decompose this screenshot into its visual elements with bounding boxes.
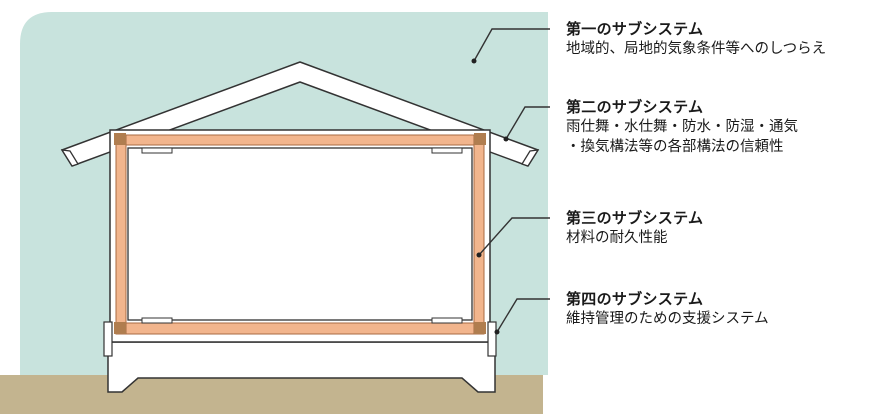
right-skirt: [487, 321, 497, 357]
sill-beam: [115, 322, 485, 335]
ground: [0, 375, 543, 414]
left-post: [115, 134, 127, 335]
leader-line-3: [478, 217, 550, 256]
room-interior: [127, 147, 473, 321]
leader-dots: [471, 58, 509, 335]
left-eave: [60, 149, 79, 167]
label-subsystem-3: 第三のサブシステム 材料の耐久性能: [566, 208, 896, 248]
left-skirt: [103, 321, 113, 357]
label-description: 維持管理のための支援システム: [566, 311, 769, 327]
frame-joints: [114, 133, 486, 334]
label-description: 雨仕舞・水仕舞・防水・防湿・通気: [566, 119, 798, 135]
vent: [141, 317, 173, 324]
label-description: 地域的、局地的気象条件等へのしつらえ: [566, 41, 827, 57]
label-subsystem-1: 第一のサブシステム 地域的、局地的気象条件等へのしつらえ: [566, 19, 896, 59]
leader-lines: [473, 28, 550, 333]
vent: [141, 147, 173, 154]
label-subsystem-4: 第四のサブシステム 維持管理のための支援システム: [566, 289, 896, 329]
top-beam: [115, 134, 485, 146]
label-description: 材料の耐久性能: [566, 230, 668, 246]
right-post: [473, 134, 485, 335]
label-title: 第四のサブシステム: [566, 290, 704, 308]
foundation: [107, 341, 496, 393]
label-title: 第二のサブシステム: [566, 98, 704, 116]
leader-line-4: [496, 298, 550, 333]
vent: [431, 317, 463, 324]
vents: [141, 147, 463, 324]
label-title: 第三のサブシステム: [566, 209, 704, 227]
label-subsystem-2: 第二のサブシステム 雨仕舞・水仕舞・防水・防湿・通気 ・換気構法等の各部構法の信…: [566, 97, 896, 157]
leader-line-2: [505, 106, 550, 140]
label-title: 第一のサブシステム: [566, 20, 704, 38]
leader-line-1: [473, 28, 550, 62]
label-description-cont: ・換気構法等の各部構法の信頼性: [566, 139, 784, 155]
right-eave: [521, 149, 540, 167]
vent: [431, 147, 463, 154]
